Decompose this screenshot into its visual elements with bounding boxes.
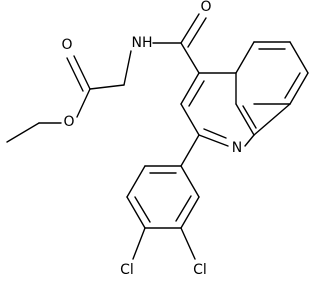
bond-ph4-cl	[132, 227, 146, 260]
atom-cl-1: Cl	[120, 262, 134, 278]
bond-ph3-ph4-inner	[134, 196, 151, 223]
bond-c4a-c5	[235, 41, 255, 74]
bond-o-ether-c-ester	[76, 88, 91, 118]
bond-c-amide-o-2	[187, 17, 207, 48]
bond-ch3-ch2	[6, 122, 40, 143]
atom-labels: O O O NH N Cl Cl	[61, 0, 242, 278]
bond-c8a-c4a	[235, 103, 255, 136]
bond-c4-c3	[180, 72, 200, 105]
bonds	[6, 13, 309, 260]
bond-c2-n	[198, 134, 229, 147]
atom-cl-2: Cl	[193, 262, 207, 278]
bond-ph5-ph6-inner	[175, 195, 192, 222]
bond-c4-c3-inner	[188, 80, 205, 107]
bond-n-c8a	[244, 134, 255, 147]
bond-c-ester-o-carbonyl-2	[66, 57, 84, 92]
bond-c4a-c8a-inner	[242, 105, 257, 129]
bond-c-amide-c4	[180, 42, 200, 74]
bond-c2-n-inner	[203, 128, 227, 139]
bond-ph6-ph1	[180, 165, 200, 198]
atom-o-carbonyl-ester: O	[61, 37, 72, 53]
bond-c3-c2	[180, 103, 200, 136]
bond-c-ester-ch2	[89, 84, 125, 90]
atom-n-quinoline: N	[232, 140, 242, 156]
bond-c6-c7	[289, 41, 309, 74]
bond-c-ester-o-carbonyl-1	[73, 55, 91, 90]
atom-nh-amide: NH	[132, 35, 153, 51]
bond-c-amide-o-1	[180, 13, 200, 44]
bond-ph5-cl	[180, 227, 196, 260]
bond-c7-c8	[289, 72, 309, 105]
atom-o-amide: O	[200, 0, 211, 15]
bond-ph3-ph4	[126, 196, 146, 229]
bond-c2-phenyl	[180, 134, 200, 167]
bond-ch2-nh	[123, 50, 132, 86]
bond-ph2-ph3	[126, 165, 146, 198]
bond-ph5-ph6	[180, 196, 200, 229]
bond-c7-c8-inner	[284, 72, 301, 99]
bond-c8-c8a	[253, 103, 291, 136]
atom-o-ether-ester: O	[63, 114, 74, 130]
